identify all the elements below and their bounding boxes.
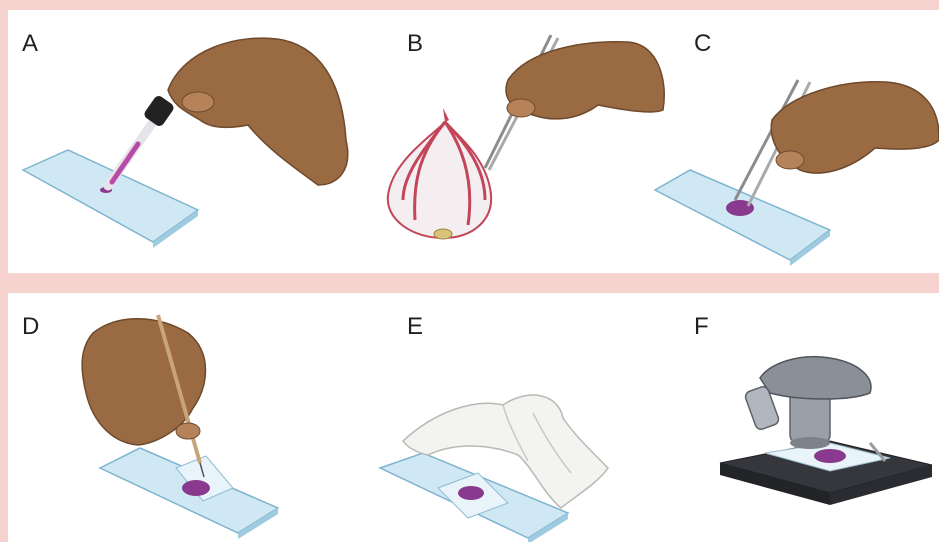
top-row: A B C [8,10,939,273]
panel-b: B [393,10,683,273]
blotting-paper-icon [393,293,633,542]
tweezers-placing-peel-icon [680,10,939,273]
microscope-icon [680,293,939,542]
panel-f: F [680,293,939,542]
tweezers-peeling-onion-icon [393,10,683,273]
dropper-on-slide-icon [8,10,318,273]
needle-lowering-coverslip-icon [8,293,338,542]
panel-d: D [8,293,338,542]
bottom-row: D E F [8,293,939,542]
panel-c: C [680,10,939,273]
panel-e: E [393,293,633,542]
panel-a: A [8,10,318,273]
